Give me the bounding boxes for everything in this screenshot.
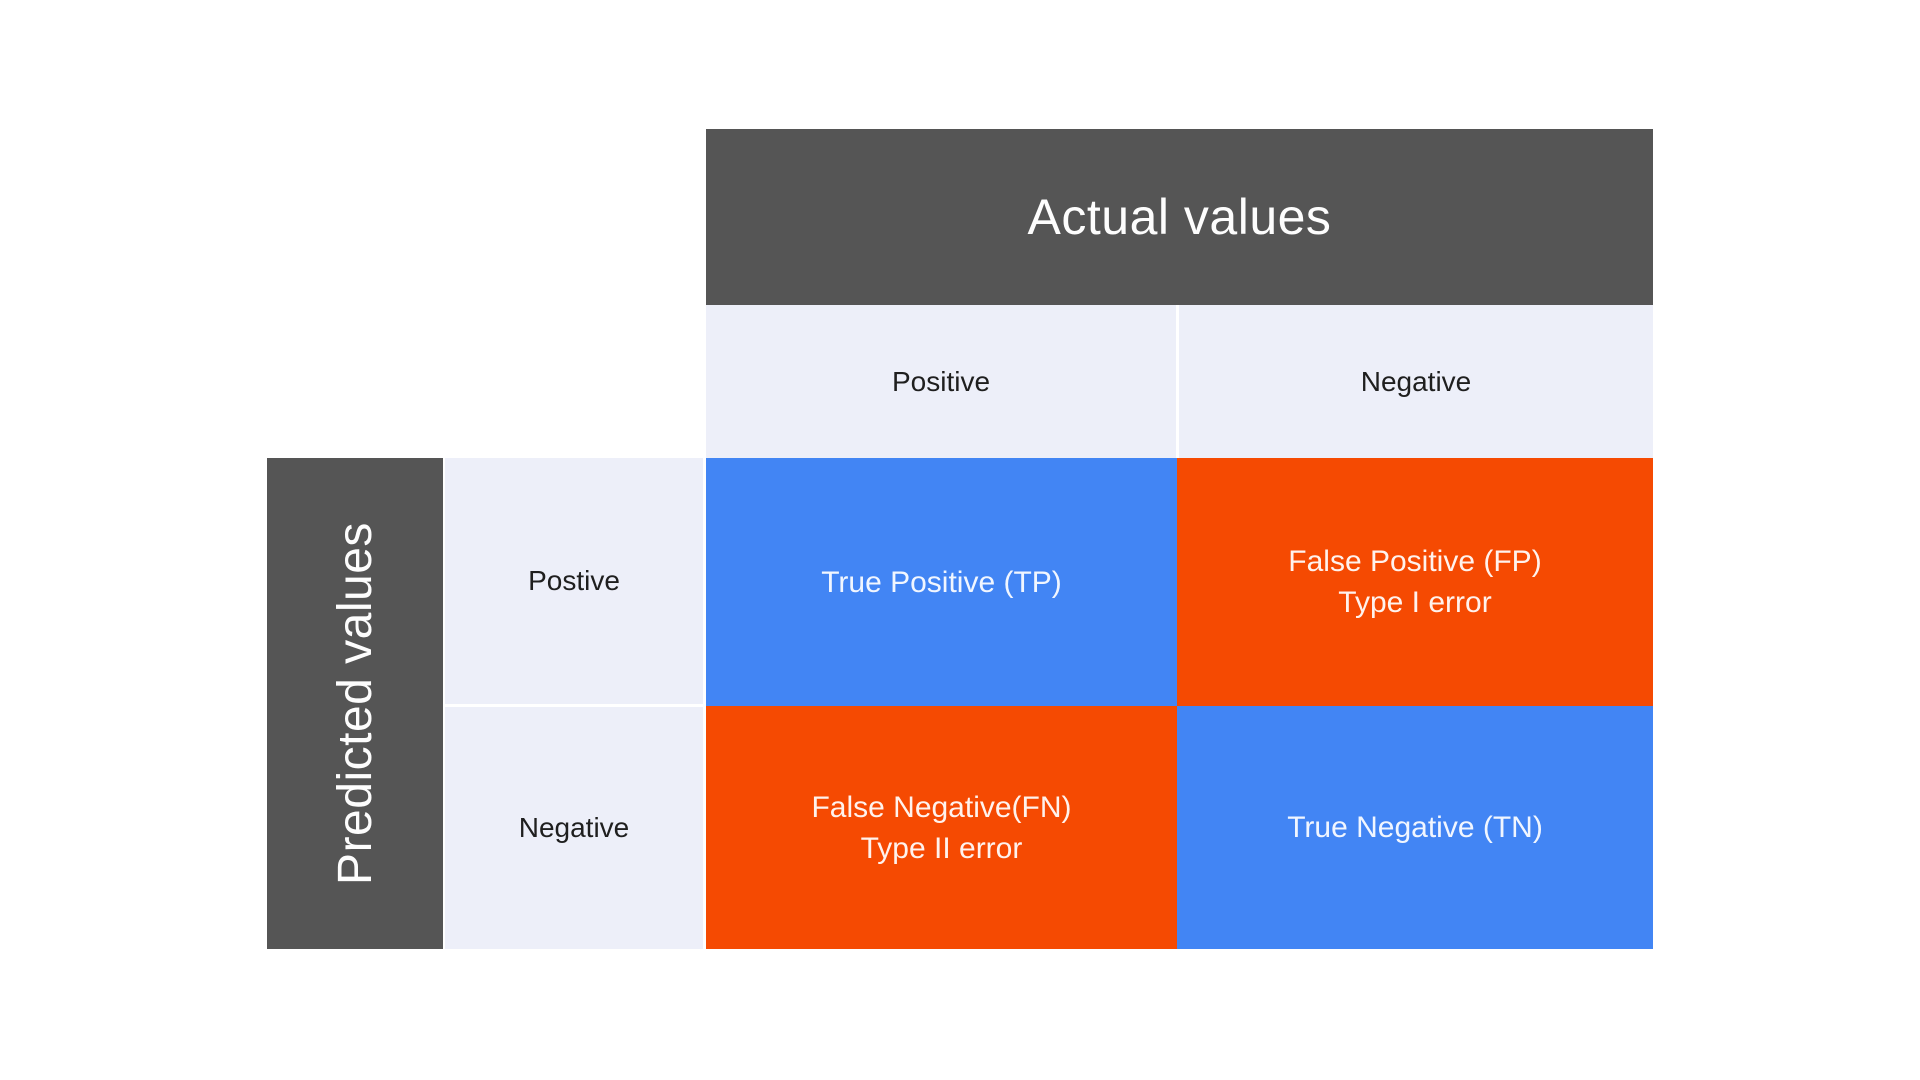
predicted-values-banner: Predicted values bbox=[267, 458, 443, 949]
cell-true-positive-label: True Positive (TP) bbox=[821, 565, 1062, 599]
row-header-positive: Postive bbox=[445, 458, 703, 704]
actual-values-banner: Actual values bbox=[706, 129, 1653, 305]
cell-true-negative-label: True Negative (TN) bbox=[1287, 811, 1543, 844]
cell-false-positive: False Positive (FP) Type I error bbox=[1177, 458, 1653, 706]
predicted-values-title: Predicted values bbox=[328, 522, 382, 885]
cell-true-positive: True Positive (TP) bbox=[706, 458, 1177, 706]
cell-false-positive-sublabel: Type I error bbox=[1338, 586, 1492, 619]
row-header-negative: Negative bbox=[445, 707, 703, 949]
cell-false-negative-sublabel: Type II error bbox=[860, 831, 1023, 865]
cell-false-negative-label: False Negative(FN) bbox=[811, 790, 1072, 824]
column-header-negative-label: Negative bbox=[1360, 365, 1472, 397]
actual-values-title: Actual values bbox=[1027, 189, 1332, 245]
column-header-positive: Positive bbox=[706, 305, 1176, 458]
column-header-positive-label: Positive bbox=[891, 365, 991, 397]
row-header-negative-label: Negative bbox=[518, 812, 630, 843]
cell-true-negative: True Negative (TN) bbox=[1177, 706, 1653, 949]
cell-false-negative: False Negative(FN) Type II error bbox=[706, 706, 1177, 949]
cell-false-positive-label: False Positive (FP) bbox=[1288, 545, 1542, 578]
row-header-positive-label: Postive bbox=[528, 565, 620, 596]
column-header-negative: Negative bbox=[1179, 305, 1653, 458]
